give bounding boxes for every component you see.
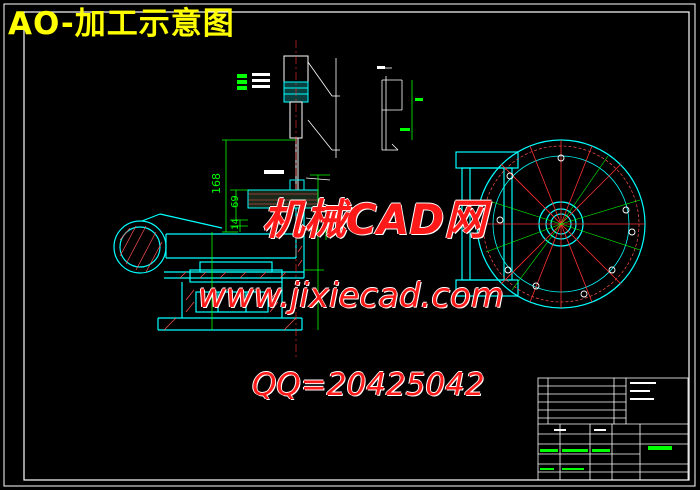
dim-69: 69 xyxy=(230,195,241,208)
bolt-holes xyxy=(496,154,636,298)
detail-view xyxy=(378,67,413,151)
spindle-notes xyxy=(237,73,270,90)
watermark-site-cn: 机械CAD网 xyxy=(262,195,487,244)
dimensions xyxy=(211,139,330,330)
title-block xyxy=(537,377,689,481)
outer-frame xyxy=(3,3,696,487)
drawing-title: AO-加工示意图 xyxy=(8,6,235,42)
watermark-url: www.jixiecad.com xyxy=(198,276,504,316)
side-view-hatch xyxy=(119,203,303,331)
title-block-text xyxy=(540,382,672,470)
front-radials-green xyxy=(485,155,641,291)
inner-frame xyxy=(23,11,690,481)
dim-168: 168 xyxy=(210,173,223,194)
dim-14: 14 xyxy=(231,218,241,230)
watermark-qq: QQ=2042504​2 xyxy=(252,367,485,403)
